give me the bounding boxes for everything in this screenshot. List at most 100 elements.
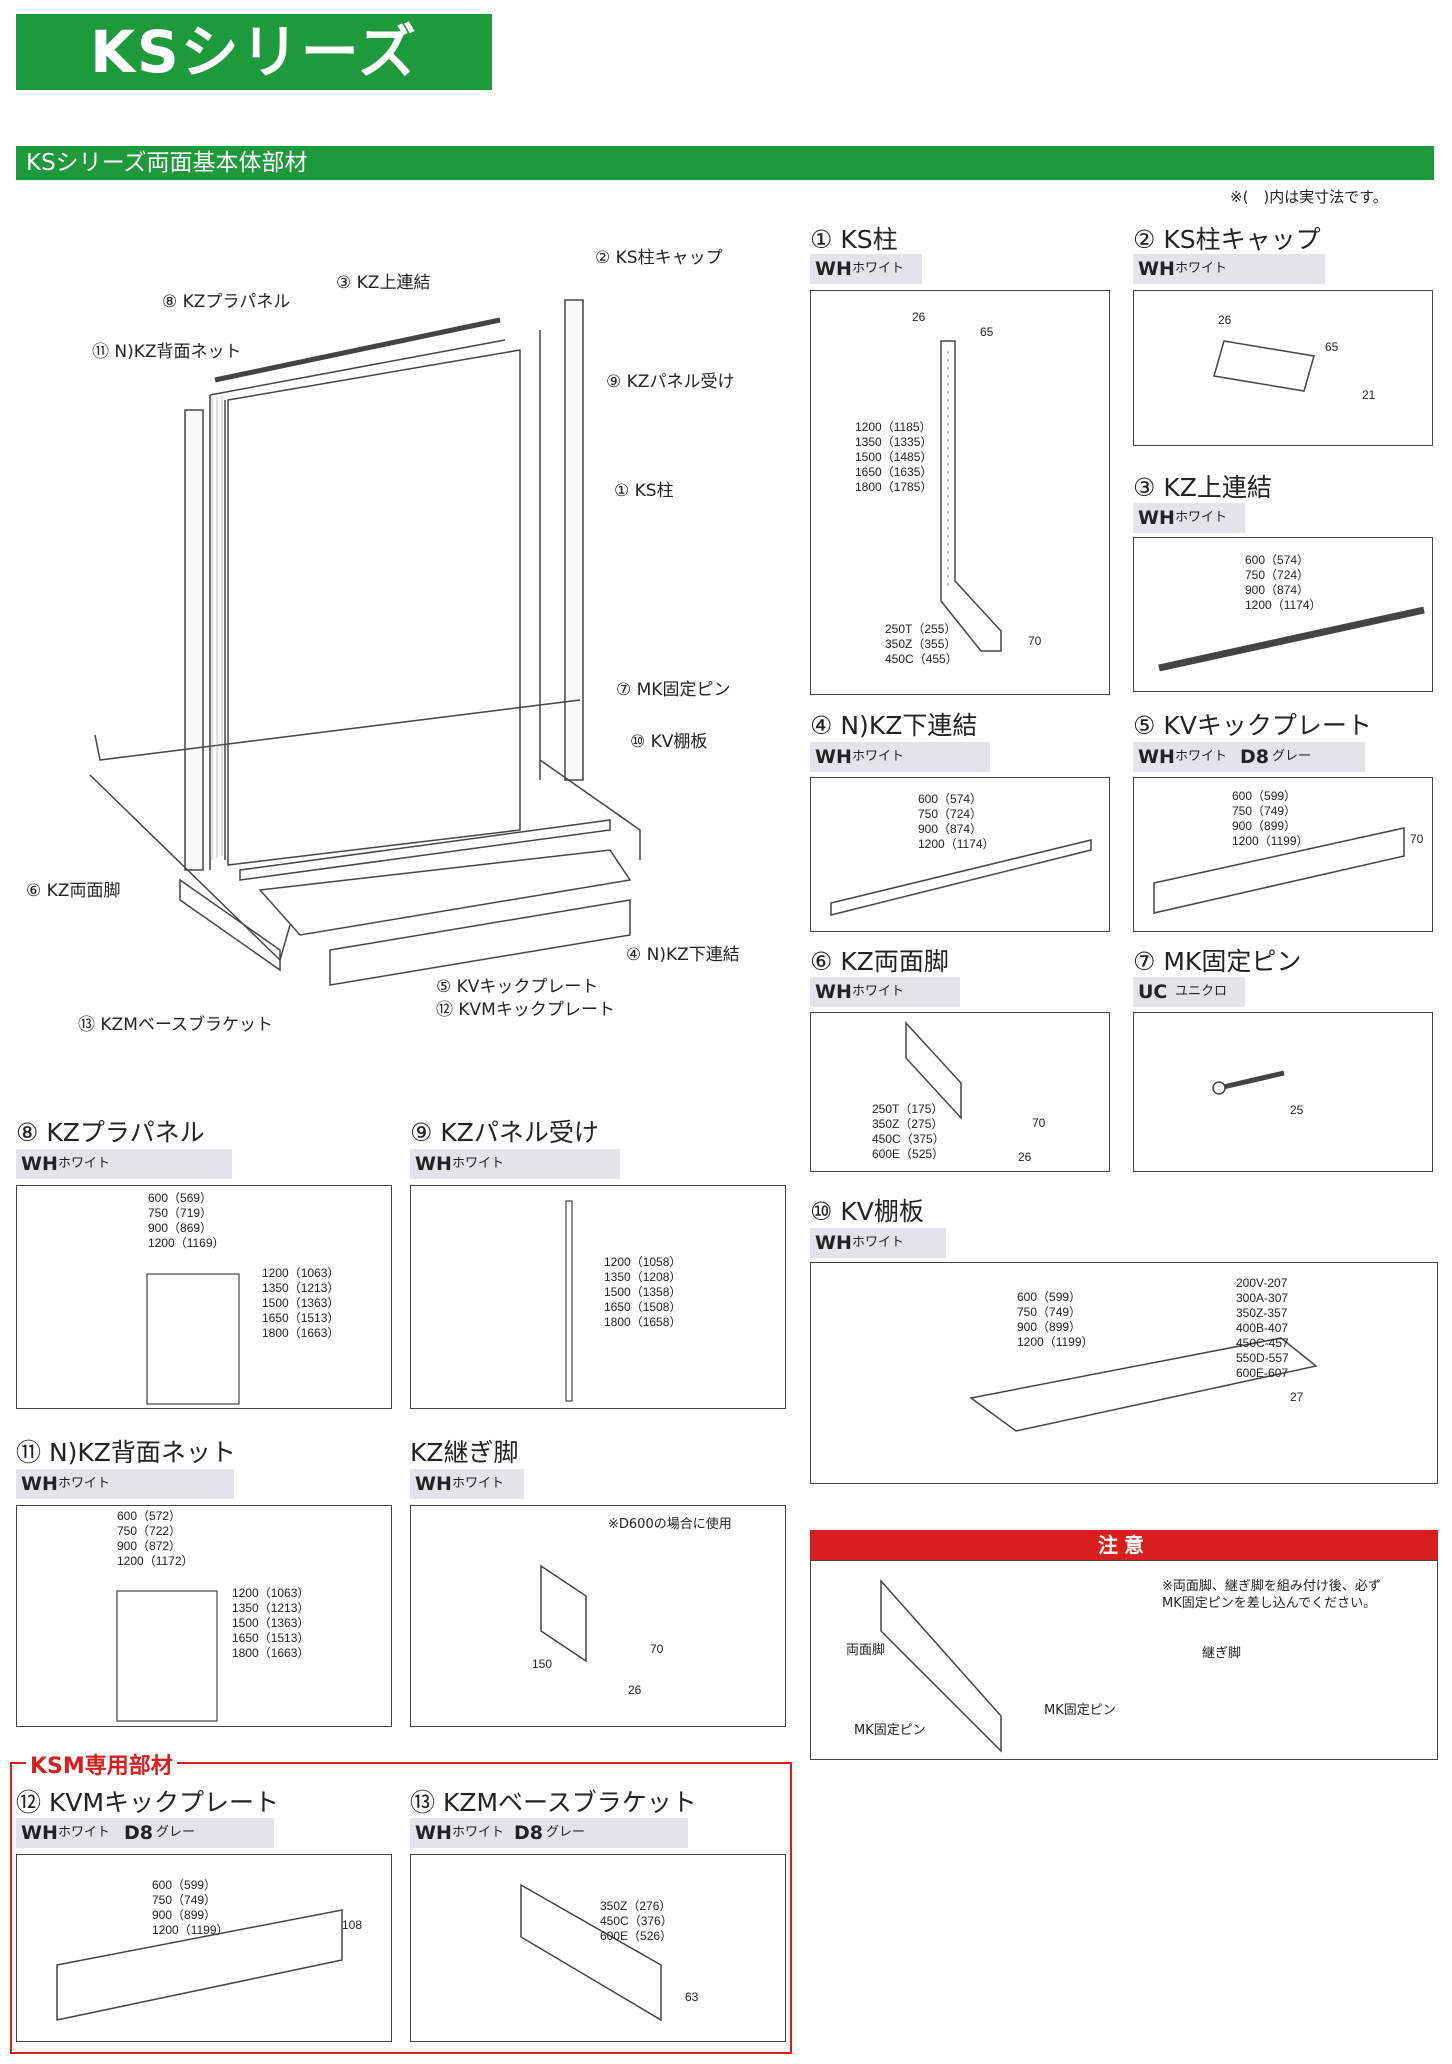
part14-title: KZ継ぎ脚	[410, 1438, 519, 1467]
part12-color-code: WH	[21, 1822, 58, 1844]
part2-d2: 65	[1325, 340, 1339, 354]
part7-drawing	[1212, 1070, 1285, 1095]
part5-color-name: ホワイト	[1175, 749, 1228, 764]
part3-color-bar	[1133, 503, 1245, 533]
label-kz-panel-holder: ⑨ KZパネル受け	[606, 367, 735, 392]
part9-color-bar	[410, 1149, 620, 1179]
part12-widths: 600（599） 750（749） 900（899） 1200（1199）	[152, 1878, 229, 1937]
part2-d1: 26	[1218, 313, 1232, 327]
part5-color-code: WH	[1138, 746, 1175, 768]
part14-note: ※D600の場合に使用	[608, 1517, 732, 1532]
part1-title: ① KS柱	[810, 225, 898, 254]
part8-color-name: ホワイト	[58, 1156, 111, 1171]
part4-color-code: WH	[815, 746, 852, 768]
part10-box	[810, 1262, 1438, 1484]
part6-box	[810, 1012, 1110, 1172]
part6-height: 70	[1032, 1116, 1046, 1130]
part12-title: ⑫ KVMキックプレート	[16, 1788, 280, 1817]
part2-color-bar	[1133, 254, 1325, 284]
part12-color-bar	[16, 1818, 274, 1848]
ksm-frame	[10, 1762, 792, 2054]
caution-extension-leg: 継ぎ脚	[1202, 1646, 1242, 1661]
part8-drawing	[146, 1273, 240, 1405]
part1-color-bar	[810, 254, 922, 284]
caution-text: ※両面脚、継ぎ脚を組み付け後、必ず MK固定ピンを差し込んでください。	[1162, 1579, 1381, 1611]
part1-box	[810, 290, 1110, 695]
part3-title: ③ KZ上連結	[1133, 473, 1272, 502]
part9-heights: 1200（1058） 1350（1208） 1500（1358） 1650（15…	[604, 1255, 682, 1329]
part7-title: ⑦ MK固定ピン	[1133, 947, 1302, 976]
part6-drawing	[905, 1021, 962, 1120]
part8-heights: 1200（1063） 1350（1213） 1500（1363） 1650（15…	[262, 1266, 340, 1340]
part6-sizes: 250T（175） 350Z（275） 450C（375） 600E（525）	[872, 1102, 945, 1161]
part10-depths: 200V-207 300A-307 350Z-357 400B-407 450C…	[1236, 1276, 1289, 1380]
dimension-note: ※( )内は実寸法です。	[1230, 188, 1388, 206]
part4-color-bar	[810, 742, 990, 772]
part14-color-bar	[410, 1469, 524, 1499]
part11-color-name: ホワイト	[58, 1476, 111, 1491]
part6-color-code: WH	[815, 981, 852, 1003]
part11-color-code: WH	[21, 1473, 58, 1495]
part5-color-name2: グレー	[1272, 749, 1312, 764]
part12-color-code2: D8	[124, 1822, 153, 1844]
part9-color-name: ホワイト	[452, 1156, 505, 1171]
part6-color-name: ホワイト	[852, 984, 905, 999]
part10-title: ⑩ KV棚板	[810, 1197, 924, 1226]
label-ks-post-cap: ② KS柱キャップ	[595, 243, 723, 268]
part13-color-bar	[410, 1818, 688, 1848]
part3-widths: 600（574） 750（724） 900（874） 1200（1174）	[1245, 553, 1322, 612]
part7-color-code: UC	[1138, 981, 1168, 1003]
part1-bases: 250T（255） 350Z（355） 450C（455）	[885, 622, 958, 666]
part7-color-name: ユニクロ	[1175, 984, 1228, 999]
part1-top: 26	[912, 310, 926, 324]
title-band	[16, 14, 492, 90]
part7-box	[1133, 1012, 1433, 1172]
part11-color-bar	[16, 1469, 234, 1499]
part14-height: 70	[650, 1642, 664, 1656]
label-kz-top-link: ③ KZ上連結	[336, 268, 431, 293]
section-bar	[16, 146, 1434, 180]
caution-bar: 注意	[810, 1530, 1438, 1560]
part12-height: 108	[342, 1918, 363, 1932]
part13-color-code2: D8	[514, 1822, 543, 1844]
part5-title: ⑤ KVキックプレート	[1133, 711, 1372, 740]
label-kz-pla-panel: ⑧ KZプラパネル	[162, 287, 291, 312]
part11-heights: 1200（1063） 1350（1213） 1500（1363） 1650（15…	[232, 1586, 310, 1660]
part13-color-code: WH	[415, 1822, 452, 1844]
part13-color-name2: グレー	[546, 1825, 586, 1840]
part3-box	[1133, 537, 1433, 692]
label-ks-post: ① KS柱	[614, 476, 674, 501]
part6-width: 26	[1018, 1150, 1032, 1164]
part10-widths: 600（599） 750（749） 900（899） 1200（1199）	[1017, 1290, 1094, 1349]
part1-color-code: WH	[815, 258, 852, 280]
part8-color-bar	[16, 1149, 232, 1179]
part14-length: 150	[532, 1657, 553, 1671]
part13-color-name: ホワイト	[452, 1825, 505, 1840]
part12-color-name2: グレー	[156, 1825, 196, 1840]
part10-height: 27	[1290, 1390, 1304, 1404]
part7-color-bar	[1133, 977, 1245, 1007]
part6-color-bar	[810, 977, 960, 1007]
part1-heights: 1200（1185） 1350（1335） 1500（1485） 1650（16…	[855, 420, 933, 494]
part11-widths: 600（572） 750（722） 900（872） 1200（1172）	[117, 1509, 194, 1568]
part14-width: 26	[628, 1683, 642, 1697]
part9-drawing	[565, 1200, 573, 1402]
part11-title: ⑪ N)KZ背面ネット	[16, 1438, 236, 1467]
part5-color-code2: D8	[1240, 746, 1269, 768]
part8-box	[16, 1185, 392, 1409]
part13-drawing	[520, 1883, 662, 2022]
label-kz-double-leg: ⑥ KZ両面脚	[26, 876, 121, 901]
part3-color-name: ホワイト	[1175, 510, 1228, 525]
label-kz-bottom-link: ④ N)KZ下連結	[626, 940, 740, 965]
part9-color-code: WH	[415, 1153, 452, 1175]
label-kv-kick-plate: ⑤ KVキックプレート	[436, 972, 599, 997]
part4-drawing	[830, 839, 1092, 916]
part11-box	[16, 1505, 392, 1727]
part2-color-name: ホワイト	[1175, 261, 1228, 276]
part2-d3: 21	[1362, 388, 1376, 402]
part2-title: ② KS柱キャップ	[1133, 225, 1321, 254]
section-title: KSシリーズ両面基本体部材	[26, 150, 308, 176]
part4-widths: 600（574） 750（724） 900（874） 1200（1174）	[918, 792, 995, 851]
page-title: KSシリーズ	[90, 18, 418, 86]
part5-widths: 600（599） 750（749） 900（899） 1200（1199）	[1232, 789, 1309, 848]
